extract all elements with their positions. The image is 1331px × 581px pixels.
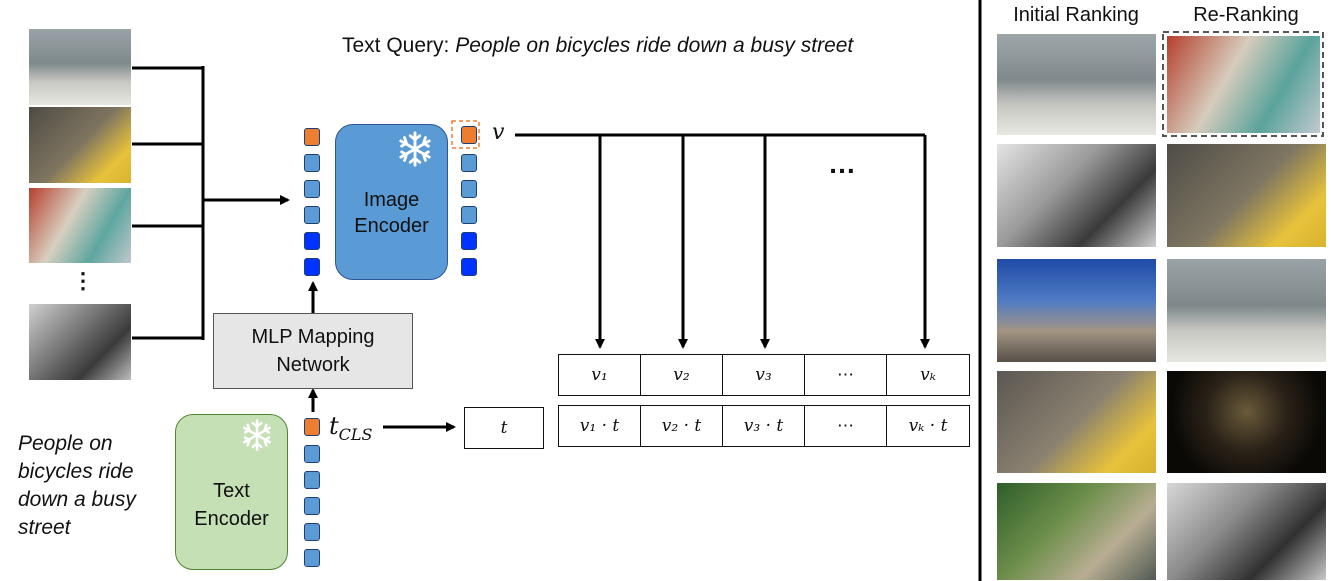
text-token-5	[304, 523, 320, 541]
ellipsis-dots: …	[828, 148, 858, 179]
re-rank-4	[1166, 370, 1327, 474]
output-token-1	[461, 126, 477, 144]
initial-rank-5	[996, 482, 1157, 581]
text-query-prefix: Text Query:	[342, 34, 456, 57]
caption-line-3: down a busy	[18, 488, 136, 511]
input-image-1	[28, 28, 132, 106]
text-encoder-label-2: Encoder	[194, 508, 269, 530]
initial-ranking-header: Initial Ranking	[1013, 4, 1139, 26]
score-cell-3: v₃ · t	[722, 405, 805, 447]
v-cell-2: v₂	[640, 354, 723, 396]
text-encoder: Text Encoder	[175, 414, 288, 570]
output-token-3	[461, 180, 477, 198]
initial-rank-4	[996, 370, 1157, 474]
more-images-ellipsis: ⋮	[72, 268, 94, 293]
t-cls-label: tCLS	[329, 412, 372, 444]
text-token-3	[304, 471, 320, 489]
snowflake-icon	[242, 419, 272, 451]
caption-line-2: bicycles ride	[18, 460, 134, 483]
image-encoder-label-2: Encoder	[354, 215, 429, 237]
prefix-token-6	[304, 258, 320, 276]
caption-line-4: street	[18, 516, 71, 539]
mlp-label-2: Network	[276, 354, 350, 376]
input-caption: People on bicycles ride down a busy stre…	[18, 430, 136, 542]
prefix-token-1	[304, 128, 320, 146]
image-encoder-label-1: Image	[363, 189, 420, 211]
t-box: t	[464, 407, 544, 449]
snowflake-icon	[399, 131, 431, 167]
prefix-token-2	[304, 154, 320, 172]
caption-line-1: People on	[18, 432, 113, 455]
output-token-2	[461, 154, 477, 172]
t-cls-main: t	[329, 412, 339, 440]
v-cell-3: v₃	[722, 354, 805, 396]
text-token-6	[304, 549, 320, 567]
re-rank-1	[1166, 35, 1321, 134]
prefix-token-5	[304, 232, 320, 250]
prefix-token-3	[304, 180, 320, 198]
text-token-1	[304, 418, 320, 436]
text-token-2	[304, 445, 320, 463]
v-cell-k: vₖ	[886, 354, 970, 396]
mlp-label-1: MLP Mapping	[251, 326, 375, 348]
score-cell-2: v₂ · t	[640, 405, 723, 447]
score-cell-1: v₁ · t	[558, 405, 641, 447]
initial-rank-3	[996, 258, 1157, 363]
text-encoder-label-1: Text	[213, 480, 250, 502]
input-image-3	[28, 187, 132, 264]
output-token-6	[461, 258, 477, 276]
text-query-text: People on bicycles ride down a busy stre…	[455, 34, 854, 57]
re-ranking-header: Re-Ranking	[1193, 4, 1299, 26]
text-token-4	[304, 497, 320, 515]
score-cell-ellipsis: ⋯	[804, 405, 887, 447]
re-rank-3	[1166, 258, 1327, 363]
re-rank-2	[1166, 143, 1327, 248]
t-cls-subscript: CLS	[338, 424, 373, 444]
mlp-mapping-network: MLP Mapping Network	[213, 313, 413, 389]
text-query: Text Query: People on bicycles ride down…	[342, 34, 853, 58]
v-label: v	[492, 120, 505, 145]
v-cell-1: v₁	[558, 354, 641, 396]
input-image-4	[28, 303, 132, 381]
initial-rank-2	[996, 143, 1157, 248]
input-image-2	[28, 106, 132, 184]
score-cell-k: vₖ · t	[886, 405, 970, 447]
image-encoder: Image Encoder	[335, 124, 448, 280]
initial-rank-1	[996, 33, 1157, 136]
output-token-5	[461, 232, 477, 250]
prefix-token-4	[304, 206, 320, 224]
re-rank-5	[1166, 482, 1327, 581]
output-token-4	[461, 206, 477, 224]
v-cell-ellipsis: ⋯	[804, 354, 887, 396]
